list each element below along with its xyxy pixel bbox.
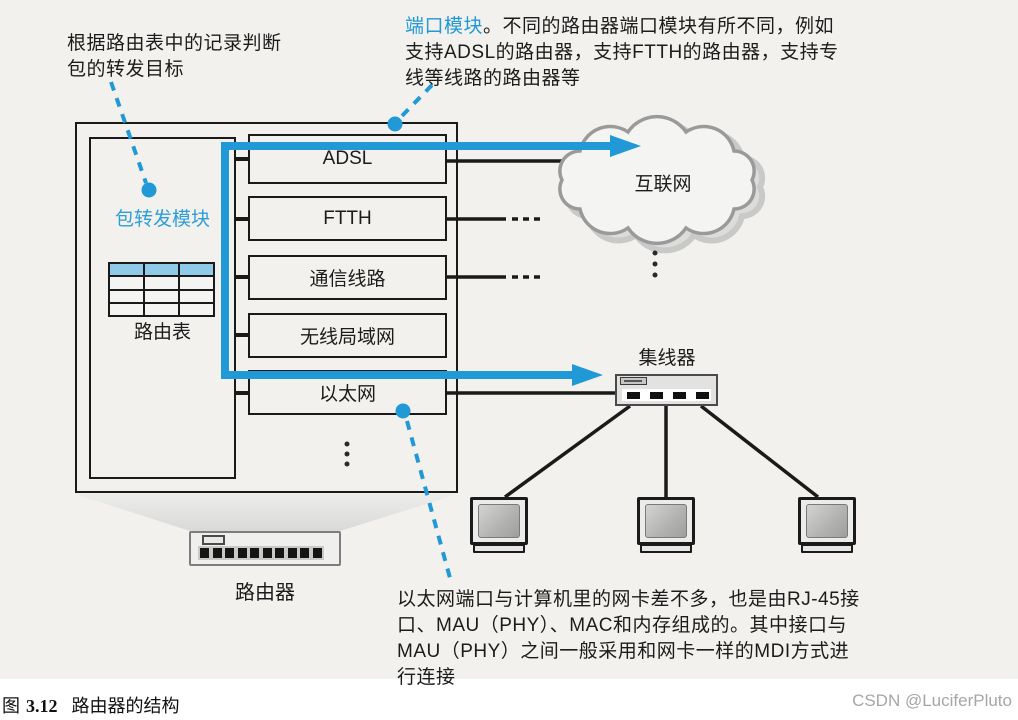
port-label-wlan: 无线局域网 bbox=[299, 327, 395, 348]
port-label-ethernet: 以太网 bbox=[318, 384, 376, 405]
routing-table-cell bbox=[145, 277, 178, 289]
routing-table-cell bbox=[110, 290, 143, 302]
monitor-screen bbox=[645, 504, 687, 538]
hub-port-icon bbox=[650, 391, 663, 399]
routing-table-cell bbox=[110, 303, 143, 315]
annotation-ethernet: 以太网端口与计算机里的网卡差不多，也是由RJ-45接 口、MAU（PHY）、MA… bbox=[397, 589, 860, 688]
port-label-comm-line: 通信线路 bbox=[309, 269, 386, 290]
monitor-base bbox=[640, 544, 692, 553]
port-box-comm-line: 通信线路 bbox=[248, 255, 447, 300]
watermark: CSDN @LuciferPluto bbox=[852, 691, 1012, 710]
monitor-screen bbox=[806, 504, 848, 538]
figure-caption-number: 3.12 bbox=[26, 696, 58, 716]
hub-led-bar bbox=[624, 380, 642, 382]
computer bbox=[470, 497, 530, 559]
routing-table-cell bbox=[180, 277, 213, 289]
port-label-ftth: FTTH bbox=[323, 207, 372, 229]
annotation-port-module: 端口模块。不同的路由器端口模块有所不同，例如 支持ADSL的路由器，支持FTTH… bbox=[405, 14, 885, 92]
router-port-icon bbox=[212, 548, 222, 558]
annotation-routing: 根据路由表中的记录判断 包的转发目标 bbox=[67, 33, 282, 80]
routing-table-cell bbox=[180, 303, 213, 315]
router-port-icon bbox=[262, 548, 272, 558]
hub-label: 集线器 bbox=[638, 348, 696, 369]
routing-table-label: 路由表 bbox=[133, 322, 191, 343]
router-port-icon bbox=[287, 548, 297, 558]
annotation-port-module-rest: 。不同的路由器端口模块有所不同，例如 支持ADSL的路由器，支持FTTH的路由器… bbox=[405, 16, 839, 89]
port-label-adsl: ADSL bbox=[322, 148, 373, 169]
monitor-screen bbox=[478, 504, 520, 538]
routing-table-cell bbox=[110, 277, 143, 289]
computer bbox=[798, 497, 858, 559]
router-port-icon bbox=[200, 548, 209, 558]
routing-table-header-cell bbox=[145, 264, 178, 276]
router-port-icon bbox=[237, 548, 247, 558]
monitor-icon bbox=[637, 497, 695, 545]
routing-table-cell bbox=[180, 290, 213, 302]
routing-table-cell bbox=[145, 290, 178, 302]
router-port-icon bbox=[225, 548, 234, 558]
internet-label: 互联网 bbox=[634, 174, 692, 195]
monitor-base bbox=[473, 544, 525, 553]
router-port-icon bbox=[300, 548, 309, 558]
figure-caption: 图 3.12 路由器的结构 bbox=[2, 692, 180, 718]
port-box-ftth: FTTH bbox=[248, 196, 447, 241]
router-port-icon bbox=[312, 548, 322, 558]
hub-device bbox=[615, 374, 718, 406]
port-box-adsl: ADSL bbox=[248, 134, 447, 184]
monitor-icon bbox=[798, 497, 856, 545]
router-device-port-strip bbox=[198, 546, 324, 560]
port-box-wlan: 无线局域网 bbox=[248, 313, 447, 358]
port-box-ethernet: 以太网 bbox=[248, 370, 447, 415]
hub-port-strip bbox=[622, 389, 711, 401]
router-device-led-icon bbox=[202, 535, 225, 545]
annotation-port-module-highlight: 端口模块 bbox=[405, 16, 484, 37]
hub-port-icon bbox=[627, 391, 640, 399]
hub-led-icon bbox=[620, 377, 647, 385]
hub-port-icon bbox=[696, 391, 709, 399]
routing-table-header-cell bbox=[180, 264, 213, 276]
router-port-icon bbox=[275, 548, 284, 558]
routing-table-graphic bbox=[108, 262, 215, 317]
figure-caption-prefix: 图 bbox=[2, 696, 20, 716]
figure-caption-title: 路由器的结构 bbox=[71, 696, 180, 716]
routing-table-cell bbox=[145, 303, 178, 315]
packet-forwarding-module-label: 包转发模块 bbox=[114, 209, 210, 230]
monitor-icon bbox=[470, 497, 528, 545]
monitor-base bbox=[801, 544, 853, 553]
router-device bbox=[189, 531, 341, 566]
routing-table-header-cell bbox=[110, 264, 143, 276]
computer bbox=[637, 497, 697, 559]
hub-port-icon bbox=[673, 391, 686, 399]
router-device-label: 路由器 bbox=[235, 582, 295, 604]
router-port-icon bbox=[250, 548, 259, 558]
